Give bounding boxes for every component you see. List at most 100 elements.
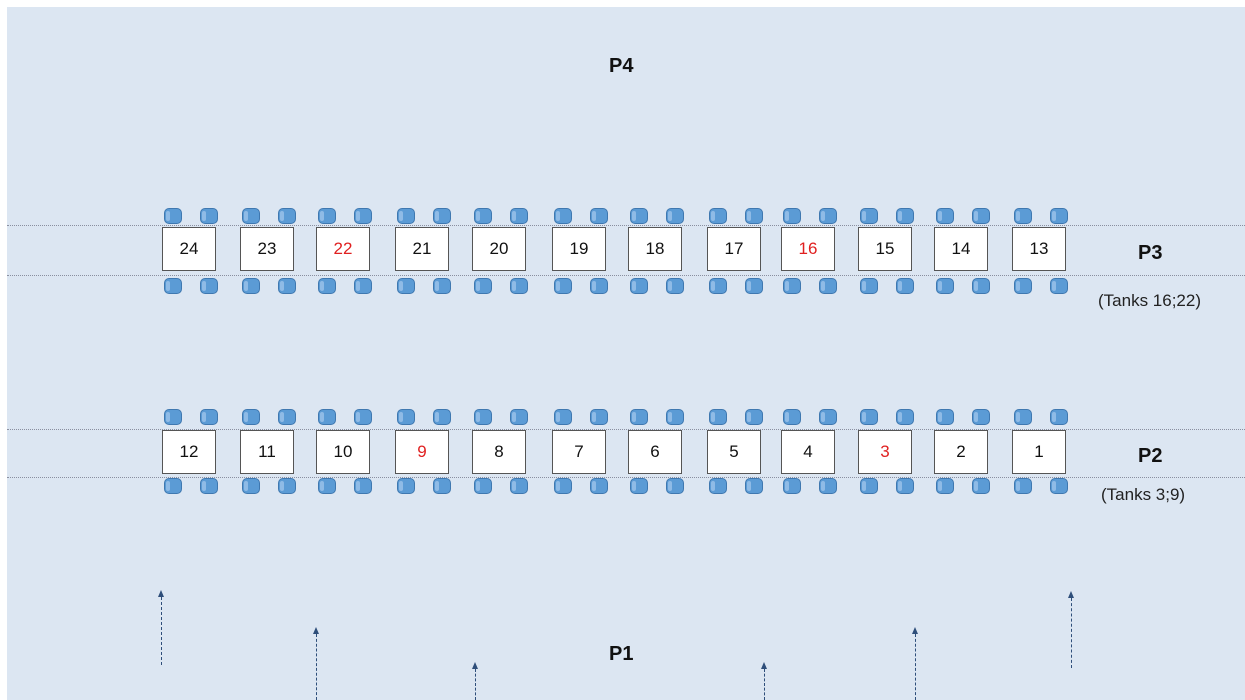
tank-10: 10 bbox=[316, 430, 370, 474]
cylinder-icon bbox=[783, 278, 801, 294]
tank-9: 9 bbox=[395, 430, 449, 474]
cylinder-icon bbox=[860, 409, 878, 425]
tank-17: 17 bbox=[707, 227, 761, 271]
cylinder-icon bbox=[278, 409, 296, 425]
cylinder-icon bbox=[860, 278, 878, 294]
cylinder-icon bbox=[630, 478, 648, 494]
cylinder-icon bbox=[972, 409, 990, 425]
cylinder-icon bbox=[860, 208, 878, 224]
tank-20: 20 bbox=[472, 227, 526, 271]
label-p4: P4 bbox=[609, 55, 634, 77]
cylinder-icon bbox=[397, 208, 415, 224]
tank-6: 6 bbox=[628, 430, 682, 474]
cylinder-icon bbox=[936, 478, 954, 494]
label-p2-note: (Tanks 3;9) bbox=[1101, 485, 1186, 504]
cylinder-icon bbox=[590, 478, 608, 494]
cylinder-icon bbox=[200, 208, 218, 224]
arrow-up-3 bbox=[472, 662, 478, 700]
cylinder-icon bbox=[354, 278, 372, 294]
cylinder-icon bbox=[433, 208, 451, 224]
row-bottom-guide-lower bbox=[7, 477, 1245, 478]
cylinder-icon bbox=[242, 409, 260, 425]
tank-1: 1 bbox=[1012, 430, 1066, 474]
cylinder-icon bbox=[745, 409, 763, 425]
cylinder-icon bbox=[819, 278, 837, 294]
cylinder-icon bbox=[164, 208, 182, 224]
cylinder-icon bbox=[164, 409, 182, 425]
cylinder-icon bbox=[1014, 208, 1032, 224]
cylinder-icon bbox=[590, 409, 608, 425]
cylinder-icon bbox=[554, 409, 572, 425]
row-top-guide-lower bbox=[7, 275, 1245, 276]
cylinder-icon bbox=[354, 208, 372, 224]
cylinder-icon bbox=[1014, 409, 1032, 425]
cylinder-icon bbox=[433, 278, 451, 294]
cylinder-icon bbox=[433, 409, 451, 425]
cylinder-icon bbox=[896, 409, 914, 425]
cylinder-icon bbox=[936, 208, 954, 224]
cylinder-icon bbox=[783, 208, 801, 224]
cylinder-icon bbox=[666, 208, 684, 224]
tank-3: 3 bbox=[858, 430, 912, 474]
arrow-up-6 bbox=[1068, 591, 1074, 668]
cylinder-icon bbox=[474, 278, 492, 294]
tank-22: 22 bbox=[316, 227, 370, 271]
label-p3: P3 bbox=[1138, 242, 1163, 264]
cylinder-icon bbox=[709, 208, 727, 224]
tank-24: 24 bbox=[162, 227, 216, 271]
cylinder-icon bbox=[860, 478, 878, 494]
cylinder-icon bbox=[354, 478, 372, 494]
cylinder-icon bbox=[709, 478, 727, 494]
cylinder-icon bbox=[745, 478, 763, 494]
cylinder-icon bbox=[630, 409, 648, 425]
cylinder-icon bbox=[318, 478, 336, 494]
tank-13: 13 bbox=[1012, 227, 1066, 271]
cylinder-icon bbox=[666, 278, 684, 294]
cylinder-icon bbox=[510, 409, 528, 425]
cylinder-icon bbox=[1014, 278, 1032, 294]
cylinder-icon bbox=[510, 478, 528, 494]
cylinder-icon bbox=[936, 278, 954, 294]
label-p1: P1 bbox=[609, 643, 634, 665]
cylinder-icon bbox=[819, 409, 837, 425]
cylinder-icon bbox=[242, 278, 260, 294]
cylinder-icon bbox=[554, 208, 572, 224]
cylinder-icon bbox=[200, 478, 218, 494]
cylinder-icon bbox=[819, 478, 837, 494]
tank-7: 7 bbox=[552, 430, 606, 474]
cylinder-icon bbox=[896, 278, 914, 294]
label-p2: P2 bbox=[1138, 445, 1163, 467]
cylinder-icon bbox=[474, 409, 492, 425]
arrow-up-1 bbox=[158, 590, 164, 665]
cylinder-icon bbox=[1050, 208, 1068, 224]
tank-18: 18 bbox=[628, 227, 682, 271]
cylinder-icon bbox=[433, 478, 451, 494]
cylinder-icon bbox=[1014, 478, 1032, 494]
tank-8: 8 bbox=[472, 430, 526, 474]
cylinder-icon bbox=[354, 409, 372, 425]
cylinder-icon bbox=[819, 208, 837, 224]
tank-2: 2 bbox=[934, 430, 988, 474]
cylinder-icon bbox=[972, 278, 990, 294]
cylinder-icon bbox=[318, 208, 336, 224]
cylinder-icon bbox=[278, 478, 296, 494]
tank-14: 14 bbox=[934, 227, 988, 271]
cylinder-icon bbox=[709, 409, 727, 425]
cylinder-icon bbox=[630, 278, 648, 294]
cylinder-icon bbox=[397, 478, 415, 494]
row-top-guide-upper bbox=[7, 225, 1245, 226]
cylinder-icon bbox=[474, 478, 492, 494]
arrow-up-2 bbox=[313, 627, 319, 700]
cylinder-icon bbox=[242, 208, 260, 224]
arrow-up-5 bbox=[912, 627, 918, 700]
label-p3-note: (Tanks 16;22) bbox=[1098, 291, 1201, 310]
cylinder-icon bbox=[972, 208, 990, 224]
cylinder-icon bbox=[666, 409, 684, 425]
cylinder-icon bbox=[554, 478, 572, 494]
tank-19: 19 bbox=[552, 227, 606, 271]
cylinder-icon bbox=[590, 278, 608, 294]
row-bottom-guide-upper bbox=[7, 429, 1245, 430]
cylinder-icon bbox=[783, 478, 801, 494]
cylinder-icon bbox=[896, 478, 914, 494]
